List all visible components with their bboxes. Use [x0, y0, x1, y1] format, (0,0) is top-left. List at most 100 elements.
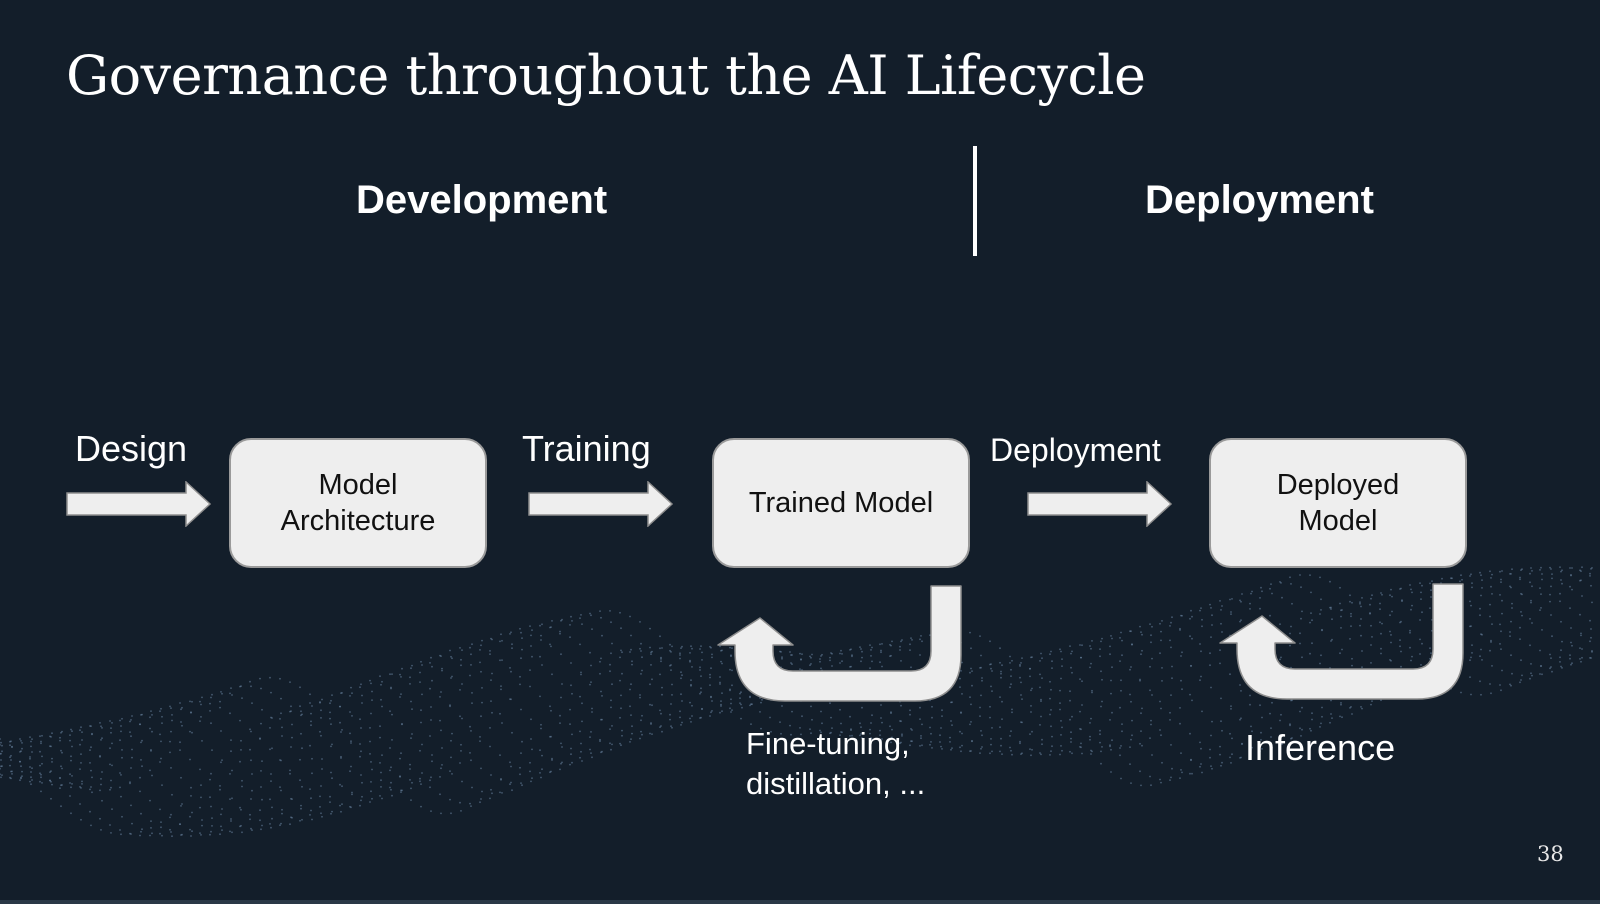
wave-dot [1240, 717, 1242, 720]
wave-dot [1541, 629, 1543, 631]
wave-dot [890, 712, 892, 714]
wave-dot [670, 703, 672, 705]
wave-dot [499, 659, 501, 662]
wave-dot [90, 769, 92, 772]
wave-dot [1140, 631, 1142, 633]
wave-dot [871, 714, 873, 717]
wave-dot [199, 806, 201, 809]
wave-dot [981, 746, 983, 748]
wave-dot [1169, 625, 1171, 627]
wave-dot [1101, 637, 1103, 640]
wave-dot [1169, 779, 1171, 781]
wave-dot [89, 725, 91, 727]
wave-dot [1589, 575, 1591, 577]
wave-dot [39, 772, 41, 775]
wave-dot [1180, 679, 1182, 682]
wave-dot [59, 736, 61, 739]
wave-dot [191, 811, 193, 814]
wave-dot [31, 751, 33, 753]
wave-dot [1049, 754, 1051, 756]
wave-dot [1139, 679, 1141, 682]
wave-dot [679, 654, 681, 656]
wave-dot [951, 724, 953, 726]
wave-dot [509, 667, 511, 669]
wave-dot [559, 768, 561, 771]
wave-dot [440, 812, 442, 815]
wave-dot [340, 810, 342, 813]
wave-dot [99, 755, 101, 757]
wave-dot [699, 717, 701, 719]
wave-dot [1529, 677, 1531, 680]
wave-dot [580, 614, 582, 616]
wave-dot [369, 740, 371, 743]
wave-dot [1170, 621, 1172, 624]
wave-dot [221, 808, 223, 810]
wave-dot [40, 790, 42, 793]
wave-dot [1210, 734, 1212, 737]
wave-dot [110, 727, 112, 729]
wave-dot [1591, 651, 1593, 653]
wave-dot [1029, 733, 1031, 735]
wave-dot [1140, 712, 1142, 715]
wave-dot [150, 827, 152, 829]
wave-dot [1, 765, 3, 767]
wave-dot [161, 715, 163, 718]
wave-dot [279, 677, 281, 680]
phase-heading-development: Development [356, 178, 608, 222]
wave-dot [620, 627, 622, 630]
wave-dot [1171, 677, 1173, 680]
wave-dot [71, 730, 73, 733]
wave-dot [659, 726, 661, 728]
wave-dot [519, 766, 521, 769]
wave-dot [220, 825, 222, 828]
wave-dot [971, 740, 973, 742]
wave-dot [550, 709, 552, 712]
wave-dot [310, 724, 312, 727]
wave-dot [680, 693, 682, 696]
wave-dot [349, 695, 351, 697]
wave-dot [599, 610, 601, 612]
wave-dot [180, 805, 182, 807]
wave-dot [149, 716, 151, 719]
wave-dot [1470, 625, 1472, 627]
wave-dot [1579, 613, 1581, 616]
wave-dot [551, 759, 553, 761]
wave-dot [519, 675, 521, 678]
wave-dot [251, 773, 253, 775]
wave-dot [1059, 648, 1061, 651]
wave-dot [1170, 694, 1172, 696]
wave-dot [1499, 623, 1501, 626]
wave-dot [91, 791, 93, 794]
wave-dot [320, 785, 322, 787]
wave-dot [1211, 614, 1213, 617]
wave-dot [1311, 718, 1313, 721]
wave-dot [350, 806, 352, 809]
wave-dot [659, 709, 661, 712]
wave-dot [200, 834, 202, 836]
wave-dot [740, 717, 742, 720]
wave-dot [280, 789, 282, 792]
wave-dot [711, 653, 713, 656]
wave-dot [289, 769, 291, 772]
wave-dot [1560, 570, 1562, 573]
wave-dot [619, 679, 621, 682]
wave-dot [640, 730, 642, 733]
wave-dot [50, 797, 52, 800]
wave-dot [1141, 707, 1143, 710]
wave-dot [1040, 652, 1042, 655]
bottom-border [0, 900, 1600, 904]
wave-dot [1519, 576, 1521, 579]
wave-dot [600, 718, 602, 721]
wave-dot [259, 738, 261, 740]
wave-dot [309, 814, 311, 816]
wave-dot [940, 727, 942, 729]
wave-dot [1471, 652, 1473, 654]
wave-dot [690, 645, 692, 648]
wave-dot [1010, 683, 1012, 686]
wave-dot [321, 698, 323, 701]
wave-dot [1001, 753, 1003, 755]
wave-dot [39, 735, 41, 738]
wave-dot [29, 756, 31, 758]
wave-dot [691, 647, 693, 650]
wave-dot [970, 750, 972, 752]
